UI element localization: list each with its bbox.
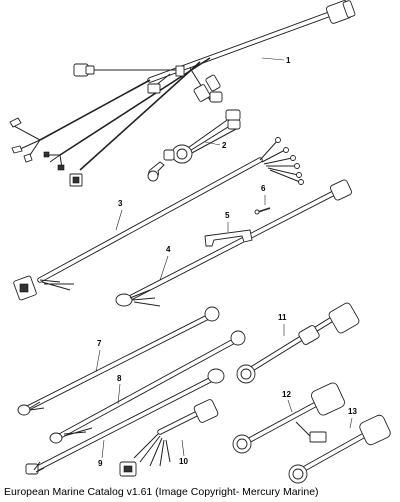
part-2-ignition-switch: 2 — [147, 109, 241, 182]
part-9-harness: 9 — [25, 368, 225, 475]
part-6-screw: 6 — [254, 184, 271, 215]
callout-2: 2 — [222, 141, 227, 150]
callout-11: 11 — [278, 313, 287, 322]
part-5-bracket: 5 — [204, 211, 253, 247]
callout-8: 8 — [117, 374, 122, 383]
callout-5: 5 — [225, 211, 230, 220]
image-caption: European Marine Catalog v1.61 (Image Cop… — [4, 486, 319, 498]
part-8-harness: 8 — [49, 330, 246, 444]
callout-3: 3 — [118, 199, 123, 208]
part-7-harness: 7 — [17, 306, 220, 416]
callout-1: 1 — [286, 56, 291, 65]
callout-13: 13 — [348, 407, 357, 416]
callout-4: 4 — [166, 245, 171, 254]
part-4-harness: 4 — [115, 179, 353, 307]
callout-12: 12 — [282, 390, 291, 399]
callout-9: 9 — [98, 459, 103, 468]
part-13-adapter: 13 — [288, 407, 391, 484]
part-1-main-harness: 1 — [9, 0, 356, 187]
part-12-adapter: 12 — [232, 382, 345, 454]
callout-6: 6 — [261, 184, 266, 193]
callout-10: 10 — [179, 457, 188, 466]
part-10-adapter: 10 — [119, 399, 219, 477]
part-3-harness: 3 — [13, 137, 304, 301]
callout-7: 7 — [97, 339, 102, 348]
part-11-adapter: 11 — [236, 302, 360, 384]
